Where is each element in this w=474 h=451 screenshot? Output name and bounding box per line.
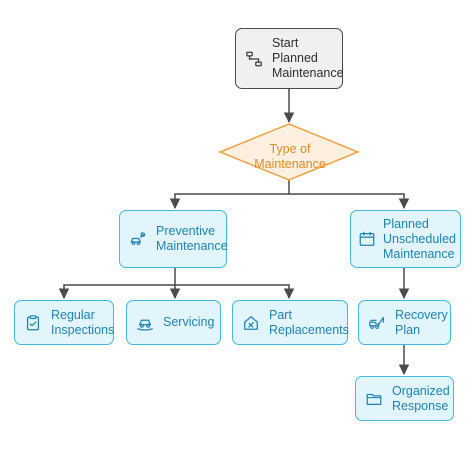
organized-response-label: Organized Response (392, 383, 450, 413)
house-tools-icon (241, 313, 261, 333)
folder-icon (364, 389, 384, 409)
planned-unscheduled-maintenance-label: Planned Unscheduled Maintenance (383, 216, 456, 261)
regular-inspections-label: Regular Inspections (51, 307, 115, 337)
flowchart-icon (244, 49, 264, 69)
decision-label: Type of Maintenance (254, 142, 326, 171)
preventive-maintenance-label: Preventive Maintenance (156, 224, 228, 253)
start-node-label: Start Planned Maintenance (272, 36, 344, 80)
preventive-maintenance-node: Preventive Maintenance (119, 210, 228, 268)
decision-diamond (218, 123, 360, 181)
calendar-icon (357, 229, 377, 249)
clipboard-icon (23, 313, 43, 333)
connector-decision-to-unscheduled (289, 193, 410, 210)
car-wrench-icon (128, 229, 148, 249)
car-service-icon (135, 313, 155, 333)
connector-preventive-to-parts (175, 284, 295, 300)
connector-decision-to-preventive (169, 180, 290, 210)
servicing-node: Servicing (126, 300, 221, 345)
organized-response-node: Organized Response (355, 376, 454, 421)
servicing-label: Servicing (163, 315, 215, 329)
tow-truck-icon (367, 313, 387, 333)
planned-unscheduled-maintenance-node: Planned Unscheduled Maintenance (350, 210, 461, 268)
connector-preventive-to-inspections (58, 268, 176, 300)
recovery-plan-label: Recovery Plan (395, 307, 448, 337)
part-replacements-node: Part Replacements (232, 300, 349, 345)
start-node: Start Planned Maintenance (235, 28, 344, 89)
regular-inspections-node: Regular Inspections (14, 300, 114, 345)
recovery-plan-node: Recovery Plan (358, 300, 451, 345)
part-replacements-label: Part Replacements (269, 307, 349, 337)
